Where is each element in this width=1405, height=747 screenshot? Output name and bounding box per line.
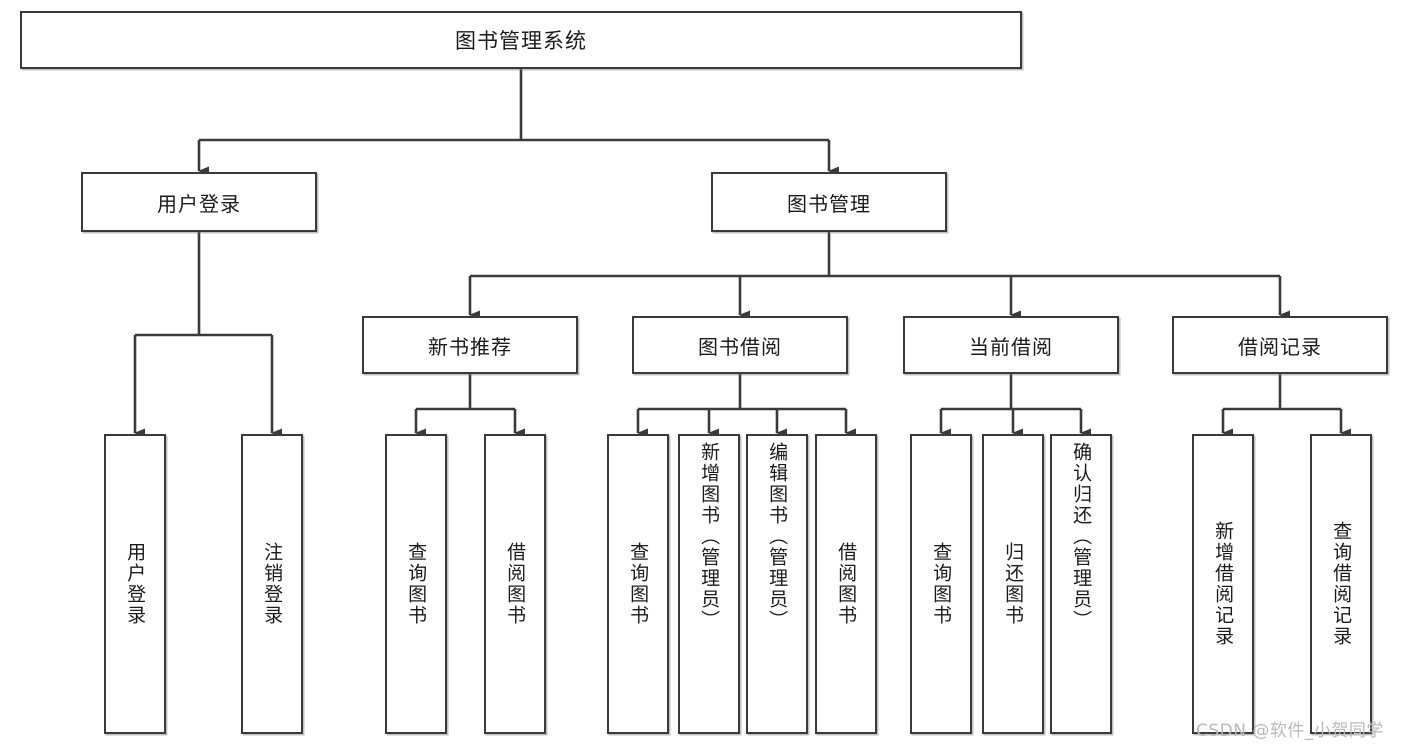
node-label: 借阅图书 [835,542,858,626]
node-label: 查询图书 [405,542,428,626]
node-label: 确认归还（管理员） [1070,442,1093,631]
node-label: 查询借阅记录 [1330,521,1353,647]
node-label: 编辑图书（管理员） [766,442,789,631]
node-root[interactable]: 图书管理系统 [20,11,1022,69]
node-label: 用户登录 [124,542,147,626]
node-book-management[interactable]: 图书管理 [711,172,947,232]
node-current-borrow[interactable]: 当前借阅 [903,316,1119,374]
node-leaf-confirm-return[interactable]: 确认归还（管理员） [1050,434,1112,734]
node-label: 用户登录 [157,191,241,216]
node-label: 图书管理系统 [455,29,587,53]
node-leaf-add-book[interactable]: 新增图书（管理员） [678,434,740,734]
node-leaf-edit-book[interactable]: 编辑图书（管理员） [746,434,808,734]
node-label: 新增借阅记录 [1212,521,1235,647]
node-leaf-return-book[interactable]: 归还图书 [982,434,1044,734]
node-leaf-logout[interactable]: 注销登录 [241,434,303,734]
node-label: 当前借阅 [969,334,1053,359]
node-label: 新增图书（管理员） [698,442,721,631]
node-book-borrow[interactable]: 图书借阅 [632,316,848,374]
node-new-book-recommend[interactable]: 新书推荐 [362,316,578,374]
node-borrow-record[interactable]: 借阅记录 [1172,316,1388,374]
node-label: 查询图书 [627,542,650,626]
node-leaf-query-book-3[interactable]: 查询图书 [910,434,972,734]
csdn-watermark: CSDN @软件_小贺同学 [1196,721,1384,741]
node-user-login[interactable]: 用户登录 [81,172,317,232]
node-label: 查询图书 [930,542,953,626]
node-label: 注销登录 [261,542,284,626]
node-label: 图书借阅 [698,334,782,359]
node-leaf-query-record[interactable]: 查询借阅记录 [1310,434,1372,734]
node-label: 借阅图书 [504,542,527,626]
node-leaf-user-login[interactable]: 用户登录 [104,434,166,734]
node-label: 图书管理 [787,191,871,216]
node-leaf-borrow-book-1[interactable]: 借阅图书 [484,434,546,734]
node-leaf-query-book-1[interactable]: 查询图书 [385,434,447,734]
node-label: 借阅记录 [1238,334,1322,359]
node-leaf-add-record[interactable]: 新增借阅记录 [1192,434,1254,734]
node-label: 归还图书 [1002,542,1025,626]
node-label: 新书推荐 [428,334,512,359]
node-leaf-query-book-2[interactable]: 查询图书 [607,434,669,734]
node-leaf-borrow-book-2[interactable]: 借阅图书 [815,434,877,734]
